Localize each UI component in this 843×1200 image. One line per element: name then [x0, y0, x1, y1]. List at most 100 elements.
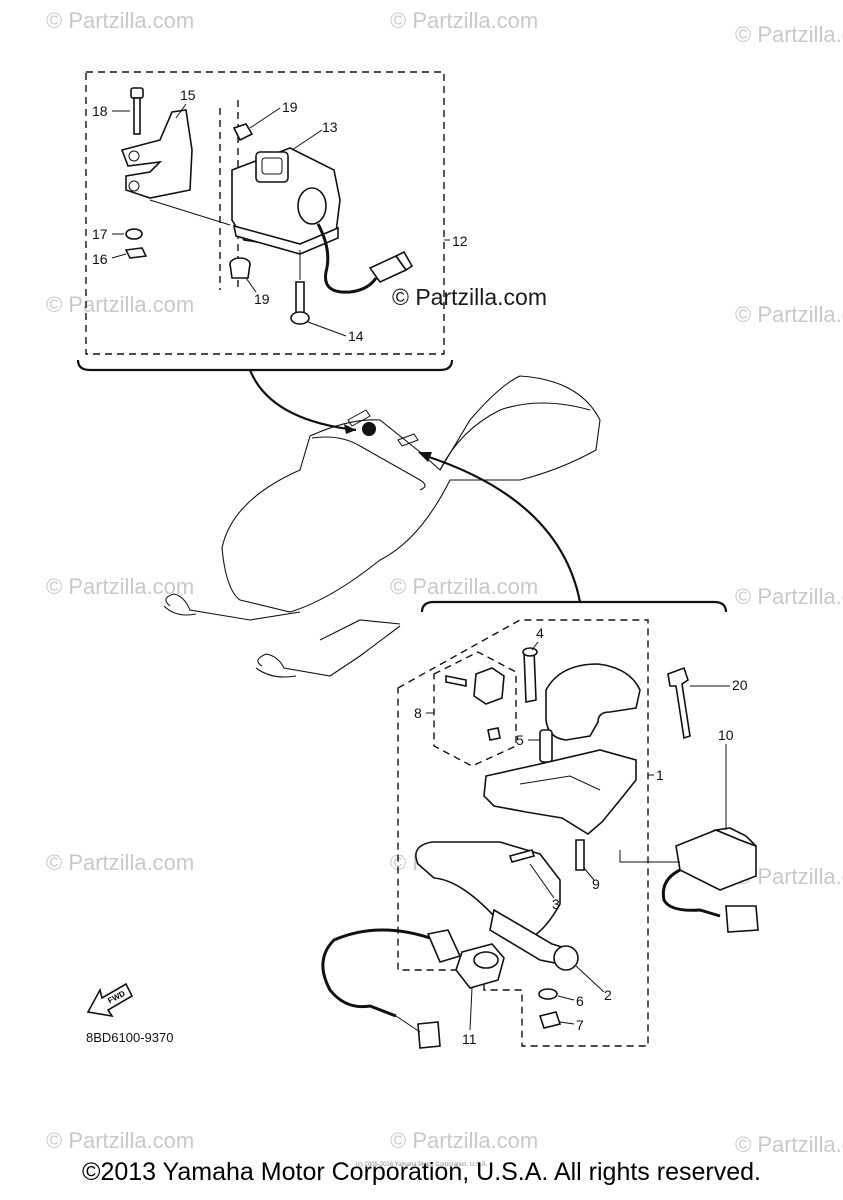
- snowmobile-outline: [163, 375, 601, 678]
- washer-17: [125, 228, 143, 240]
- screw-14-head: [290, 311, 310, 325]
- fwd-arrow-shape: [86, 982, 134, 1018]
- inset-frame-8: [433, 651, 517, 767]
- callout-5: 5: [516, 732, 524, 748]
- sensor-line: [619, 850, 680, 863]
- leader-line: [575, 965, 605, 993]
- lever-cover: [545, 663, 641, 741]
- handlebar-grip-right: [397, 433, 419, 447]
- upper-inset: 18 15 19 13 17 16 19 14 12: [76, 71, 468, 436]
- watermark: © Partzilla.com: [735, 302, 843, 327]
- watermark: © Partzilla.com: [735, 584, 843, 609]
- bolt-18: [130, 87, 144, 99]
- watermark: © Partzilla.com: [46, 8, 195, 33]
- switch-11-connector: [417, 1021, 441, 1049]
- leader-line: [557, 995, 575, 1001]
- pin-4: [523, 649, 537, 703]
- switch-button-top: [261, 157, 283, 175]
- leader-line: [111, 253, 127, 259]
- watermark: © Partzilla.com: [390, 8, 539, 33]
- ski-left: [165, 593, 301, 621]
- location-dot: [362, 422, 376, 436]
- callout-19-top: 19: [282, 99, 298, 115]
- watermark: © Partzilla.com: [390, 1128, 539, 1153]
- callout-15: 15: [180, 87, 196, 103]
- callout-12: 12: [452, 233, 468, 249]
- watermark: © Partzilla.com: [390, 574, 539, 599]
- diagram-part-number: 8BD6100-9370: [86, 1030, 174, 1045]
- ski-strut: [319, 619, 401, 641]
- lever-2: [415, 841, 561, 941]
- switch-button: [255, 151, 289, 183]
- sensor-10-connector: [725, 905, 759, 933]
- callout-16: 16: [92, 251, 108, 267]
- callout-14: 14: [348, 328, 364, 344]
- inset-frame-1: [397, 619, 649, 1047]
- callout-17: 17: [92, 226, 108, 242]
- bracket-hole: [128, 150, 140, 162]
- cable-tie-20: [667, 666, 691, 740]
- screw-14: [295, 281, 305, 315]
- sensor-10-cable: [661, 868, 721, 918]
- callout-10: 10: [718, 727, 734, 743]
- handlebar-grip-left: [347, 409, 371, 427]
- sleeve-5: [539, 729, 553, 763]
- lower-inset: 4 20 8 10 5 1 9 3 2 6 7 11: [321, 452, 759, 1049]
- ski-right: [257, 625, 401, 677]
- fine-print: (c) 2005-2016 Yamaha Motor Corporation, …: [355, 1162, 488, 1168]
- fwd-arrow: FWD: [86, 982, 134, 1018]
- leader-to-sled-upper: [248, 369, 357, 432]
- lever-2-ball: [553, 945, 579, 971]
- ski-left-tip: [163, 605, 197, 616]
- leader-line: [531, 641, 539, 651]
- lever-housing: [483, 749, 637, 835]
- pin-4-head: [522, 647, 538, 657]
- nut-8: [487, 727, 501, 741]
- grommet-19-top: [232, 123, 254, 142]
- screw-8: [445, 675, 467, 687]
- nut-7: [538, 1011, 562, 1029]
- bracket-15: [120, 109, 193, 199]
- sled-cowl: [311, 436, 426, 491]
- ski-right-tip: [255, 667, 297, 678]
- screw-3: [508, 849, 536, 863]
- watermark: © Partzilla.com: [46, 850, 195, 875]
- callout-20: 20: [732, 677, 748, 693]
- brand-watermark: © Partzilla.com: [392, 284, 547, 310]
- callout-18: 18: [92, 103, 108, 119]
- watermark: © Partzilla.com: [735, 1132, 843, 1157]
- switch-housing-base: [232, 224, 339, 255]
- copyright-notice: ©2013 Yamaha Motor Corporation, U.S.A. A…: [82, 1158, 761, 1186]
- sled-seat: [439, 402, 591, 471]
- leader-line: [245, 277, 257, 293]
- grommet-19-bottom-body: [229, 263, 251, 279]
- switch-cable: [316, 223, 378, 294]
- bracket-hole: [128, 180, 140, 192]
- callout-11: 11: [462, 1031, 477, 1047]
- callout-2: 2: [604, 987, 612, 1003]
- switch-housing-bore: [297, 187, 327, 225]
- switch-11-wires: [395, 1015, 421, 1033]
- leader-line: [249, 107, 281, 129]
- switch-11-cable: [321, 928, 437, 1018]
- leader-line: [583, 867, 595, 881]
- switch-connector-plug: [394, 250, 414, 272]
- assembly-line: [149, 199, 231, 226]
- sensor-10-cap: [713, 827, 757, 847]
- bolt-9: [575, 839, 585, 871]
- sled-body: [221, 375, 601, 613]
- leader-line: [559, 1021, 575, 1025]
- leader-to-sled-lower: [425, 454, 582, 603]
- washer-6: [538, 988, 558, 1000]
- leader-line: [307, 321, 347, 337]
- inset-bracket-top: [76, 359, 454, 372]
- watermark: © Partzilla.com: [46, 574, 195, 599]
- housing-slot: [519, 775, 601, 791]
- callout-7: 7: [576, 1017, 584, 1033]
- switch-11-cable-jacket: [426, 929, 462, 963]
- leader-line: [469, 987, 473, 1031]
- inset-bracket-bottom: [420, 600, 728, 613]
- callout-1: 1: [656, 767, 664, 783]
- callout-9: 9: [592, 876, 600, 892]
